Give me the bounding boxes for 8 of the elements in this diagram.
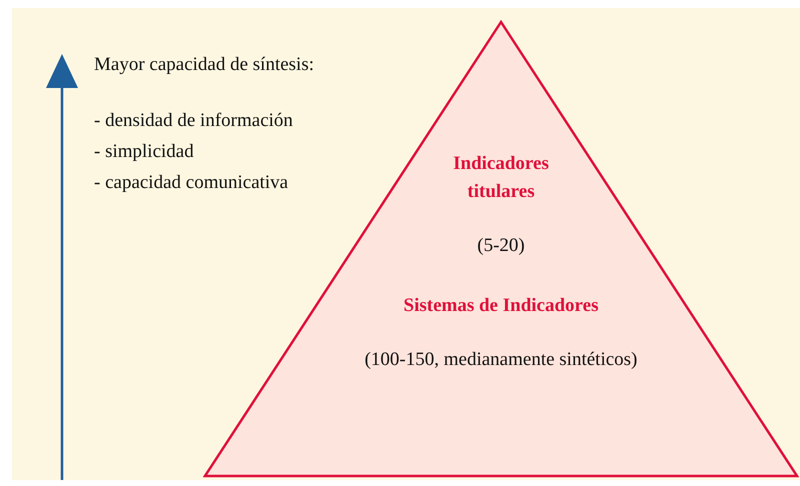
tier-title: Sistemas de Indicadores: [402, 294, 600, 318]
heading-text: Mayor capacidad de síntesis:: [94, 54, 314, 76]
list-item: - simplicidad: [94, 141, 194, 163]
tier-title: Indicadores titulares: [452, 152, 550, 204]
tier-range: (100-150, medianamente sintéticos): [364, 348, 638, 372]
list-item: - densidad de información: [94, 110, 293, 132]
list-item: - capacidad comunicativa: [94, 172, 288, 194]
tier-range: (5-20): [476, 234, 526, 258]
